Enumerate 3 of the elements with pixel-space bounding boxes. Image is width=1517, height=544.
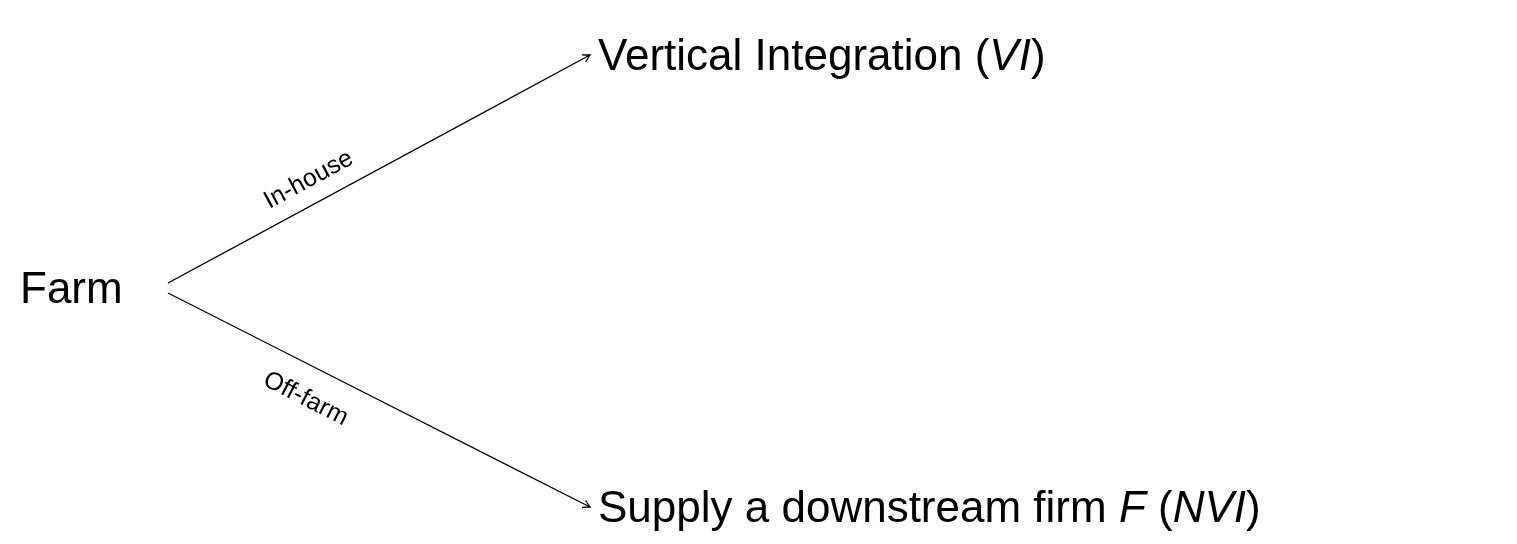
- node-label: Farm: [20, 263, 168, 313]
- node-label: Vertical Integration (VI): [590, 30, 1046, 80]
- node-label: Supply a downstream firm F (NVI): [590, 482, 1261, 532]
